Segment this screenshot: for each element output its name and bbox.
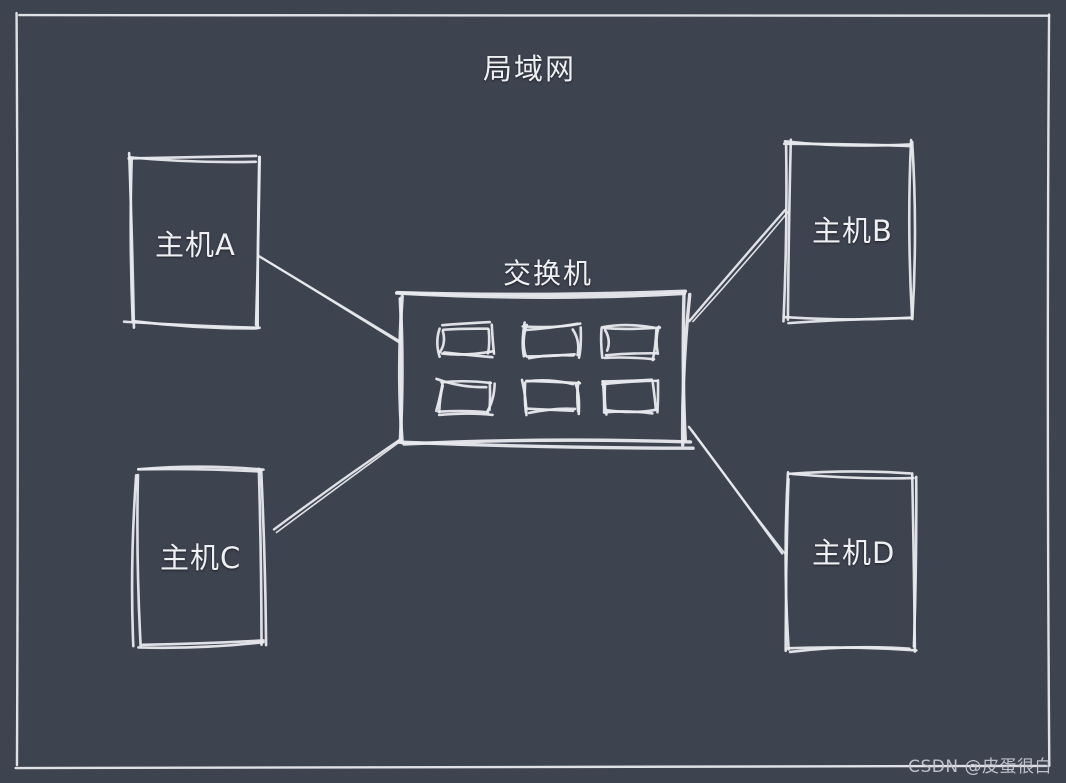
link-host-d-switch	[687, 425, 787, 556]
edge-right	[486, 382, 496, 413]
diagram-frame	[14, 11, 1051, 770]
edge-right	[912, 475, 918, 648]
host-b-box[interactable]	[782, 138, 917, 325]
link-stroke-echo	[261, 256, 403, 345]
edge-top	[787, 470, 912, 476]
edge-right	[651, 381, 658, 411]
edge-top	[127, 154, 258, 160]
edge-right	[907, 138, 914, 321]
edge-left	[521, 321, 526, 358]
edge-right	[910, 140, 917, 321]
edge-right	[1046, 13, 1051, 768]
link-host-a-switch	[257, 254, 403, 345]
edge-bottom	[14, 764, 1048, 770]
edge-left	[136, 473, 142, 648]
edge-bottom	[437, 412, 494, 417]
edge-top	[435, 377, 488, 389]
edge-bottom	[785, 646, 918, 652]
edge-bottom	[402, 438, 693, 446]
edge-bottom	[443, 351, 494, 359]
edge-top	[440, 379, 493, 385]
edge-top	[18, 13, 1051, 17]
edge-top	[791, 472, 915, 480]
edge-bottom	[604, 351, 658, 357]
edge-top	[137, 465, 265, 471]
edge-left	[782, 144, 788, 323]
csdn-watermark: CSDN @皮蛋很白	[908, 757, 1052, 777]
edge-top	[136, 467, 262, 473]
edge-left	[434, 380, 445, 413]
host-c-box[interactable]	[130, 465, 268, 650]
link-stroke-echo	[275, 440, 402, 534]
link-stroke-echo	[691, 429, 787, 556]
edge-right	[574, 383, 581, 416]
edge-left	[601, 380, 606, 414]
switch-port-3[interactable]	[599, 323, 662, 362]
edge-bottom	[437, 409, 490, 414]
edge-top	[395, 289, 688, 297]
edge-right	[577, 326, 583, 359]
edge-left	[130, 474, 138, 648]
switch-port-6[interactable]	[601, 378, 660, 416]
edge-bottom	[787, 316, 912, 325]
edge-left	[15, 11, 19, 767]
link-host-b-switch	[688, 208, 790, 323]
edge-bottom	[132, 319, 258, 330]
edge-left	[129, 156, 135, 324]
edge-left	[603, 328, 611, 352]
edge-left	[397, 294, 404, 445]
edge-right	[490, 323, 496, 355]
link-stroke	[688, 208, 787, 323]
switch-port-2[interactable]	[521, 321, 583, 360]
edge-top	[441, 320, 492, 327]
edge-top	[782, 142, 912, 148]
edge-left	[436, 327, 441, 359]
edge-right	[486, 328, 491, 355]
link-stroke	[272, 437, 403, 531]
switch-port-5[interactable]	[520, 378, 582, 417]
switch-port-4[interactable]	[434, 377, 496, 417]
edge-right	[254, 155, 262, 327]
edge-right	[680, 292, 692, 447]
edge-bottom	[527, 353, 575, 360]
edge-left	[786, 138, 793, 321]
edge-bottom	[527, 407, 577, 415]
switch-port-1[interactable]	[436, 320, 496, 359]
edge-top	[602, 326, 662, 331]
switch-body[interactable]	[394, 289, 695, 450]
edge-right	[257, 467, 263, 646]
edge-right	[655, 325, 661, 356]
edge-top	[441, 327, 490, 332]
edge-top	[601, 379, 658, 386]
edge-top	[524, 322, 579, 332]
link-stroke-echo	[692, 211, 790, 323]
link-host-c-switch	[272, 437, 403, 534]
host-d-box[interactable]	[784, 470, 918, 654]
edge-left	[438, 329, 446, 354]
edge-left	[784, 471, 790, 651]
edge-bottom	[604, 408, 659, 414]
edge-left	[523, 381, 528, 414]
edge-bottom	[603, 356, 656, 361]
edge-right	[656, 379, 660, 414]
edge-top	[600, 323, 655, 329]
host-a-box[interactable]	[122, 151, 262, 330]
edge-bottom	[137, 640, 265, 650]
edge-right	[571, 328, 580, 357]
edge-bottom	[141, 639, 265, 647]
edge-left	[599, 327, 604, 360]
edge-right	[259, 468, 268, 647]
edge-top	[524, 379, 582, 385]
